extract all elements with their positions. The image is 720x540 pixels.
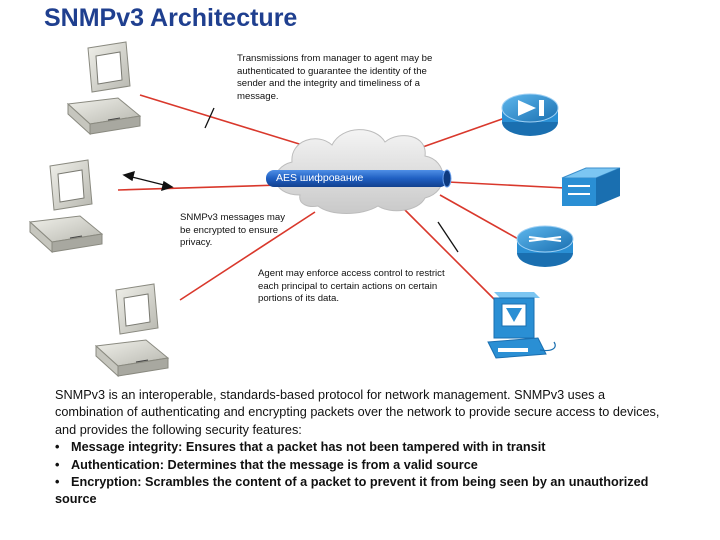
- bullet-text: Encryption: Scrambles the content of a p…: [55, 475, 649, 507]
- link-markers: [204, 107, 459, 253]
- manager-pc-icon: [66, 41, 142, 136]
- bullet-text: Authentication: Determines that the mess…: [71, 457, 478, 472]
- link-pc3-cloud: [179, 211, 316, 301]
- access-control-note: Agent may enforce access control to rest…: [258, 268, 445, 305]
- bidirectional-arrow: [122, 170, 174, 192]
- bullet-text: Message integrity: Ensures that a packet…: [71, 440, 546, 455]
- link-pc2-cloud: [117, 184, 281, 191]
- router-icon: [516, 225, 574, 267]
- auth-marker: [204, 107, 215, 129]
- description-paragraph: SNMPv3 is an interoperable, standards-ba…: [55, 388, 660, 437]
- switch-icon: [561, 167, 621, 206]
- access-marker: [437, 221, 459, 253]
- router-icon: [501, 93, 559, 136]
- bullet-marker: •: [55, 457, 60, 472]
- bullet-item: •Encryption: Scrambles the content of a …: [55, 474, 665, 509]
- link-cloud-switch: [447, 181, 566, 189]
- link-cloud-server: [399, 204, 496, 301]
- server-icon: [487, 292, 556, 359]
- bullet-marker: •: [55, 440, 60, 455]
- manager-pc-icon: [94, 283, 170, 378]
- description-block: SNMPv3 is an interoperable, standards-ba…: [55, 387, 665, 509]
- aes-tunnel: [266, 169, 452, 188]
- bullet-item: • Message integrity: Ensures that a packe…: [55, 439, 665, 456]
- network-diagram: [28, 41, 621, 378]
- bullet-item: • Authentication: Determines that the mes…: [55, 457, 665, 474]
- manager-pc-icon: [28, 159, 104, 254]
- bullet-marker: •: [55, 475, 60, 490]
- aes-tunnel-label: AES шифрование: [276, 172, 364, 184]
- encryption-note: SNMPv3 messages may be encrypted to ensu…: [180, 212, 286, 249]
- link-cloud-router2: [439, 194, 521, 241]
- page-title: SNMPv3 Architecture: [44, 4, 298, 32]
- authentication-note: Transmissions from manager to agent may …: [237, 53, 433, 102]
